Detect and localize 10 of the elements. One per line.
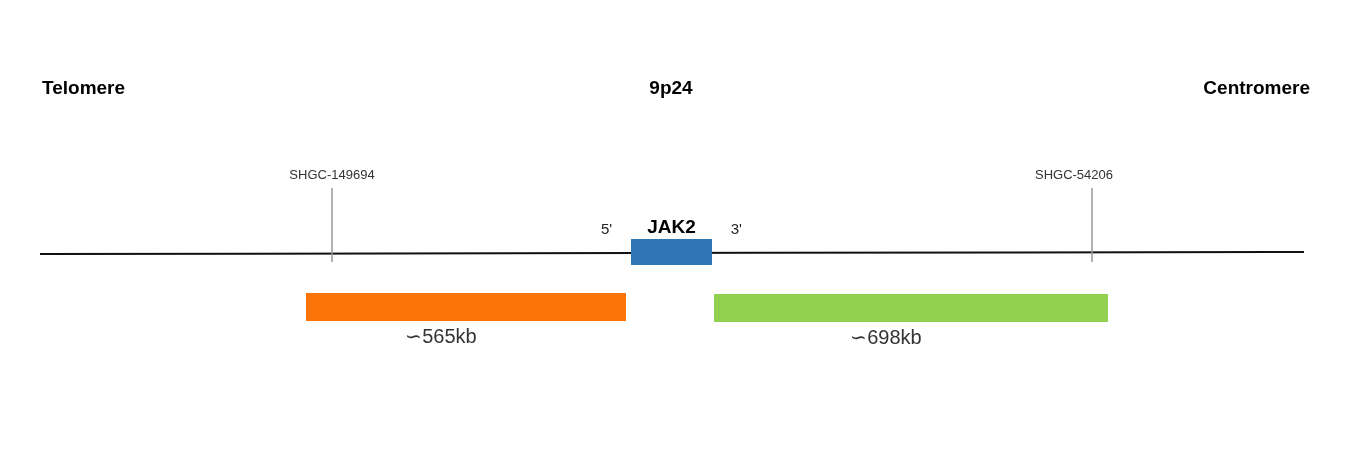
region-label: Telomere [42,76,126,100]
region-label: Centromere [1203,76,1310,100]
marker-label: SHGC-54206 [1035,166,1113,184]
strand-label: 5' [601,221,613,236]
gene-label: JAK2 [647,217,696,236]
size-label: ∽698kb [850,325,922,350]
size-label: ∽565kb [405,324,477,349]
region-label: 9p24 [649,76,693,100]
strand-label: 3' [730,221,742,236]
marker-label: SHGC-149694 [289,166,375,184]
